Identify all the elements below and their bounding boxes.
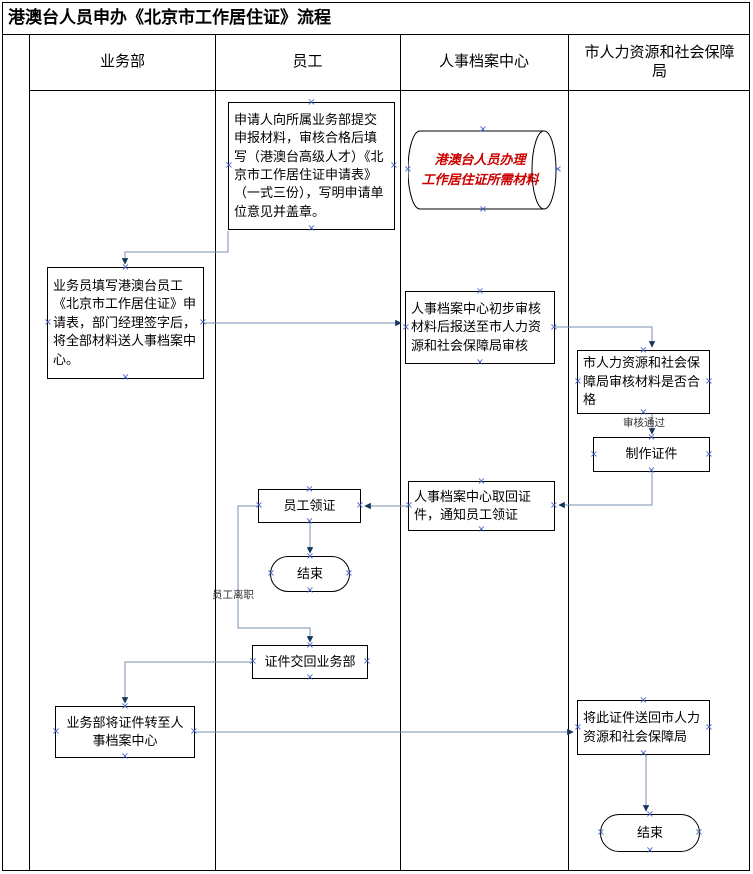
flow-step-label: 业务员填写港澳台员工《北京市工作居住证》申请表，部门经理签字后，将全部材料送人事… — [53, 277, 197, 367]
page-title: 港澳台人员申办《北京市工作居住证》流程 — [2, 2, 750, 35]
flow-step-label: 将此证件送回市人力资源和社会保障局 — [583, 710, 701, 744]
terminator-label: 结束 — [296, 565, 323, 581]
lane-header-hr-bureau: 市人力资源和社会保障局 — [584, 44, 735, 81]
flow-step-return-to-dept: 证件交回业务部 ×××× — [249, 641, 371, 683]
cylinder-shape-icon — [408, 130, 557, 210]
stored-materials-text: 港澳台人员办理 工作居住证所需材料 — [412, 130, 548, 210]
edge-label-employee-leave: 员工离职 — [212, 590, 254, 601]
lane-divider-3 — [568, 35, 569, 871]
flow-step-label: 申请人向所属业务部提交申报材料，审核合格后填写（港澳台高级人才）《北京市工作居住… — [234, 111, 384, 219]
edge-label-approved: 审核通过 — [623, 418, 665, 429]
lane-divider-1 — [215, 35, 216, 871]
flow-step-archive-retrieve: 人事档案中心取回证件，通知员工领证 ×××× — [405, 477, 558, 535]
lane-header-underline — [29, 90, 750, 91]
lane-divider-2 — [400, 35, 401, 871]
terminator-label: 结束 — [636, 824, 663, 840]
flow-step-label: 制作证件 — [625, 446, 678, 462]
flow-step-label: 员工领证 — [283, 497, 336, 513]
lane-header-business-dept: 业务部 — [99, 54, 145, 71]
flow-step-label: 证件交回业务部 — [264, 653, 356, 669]
stored-materials-line2: 工作居住证所需材料 — [421, 172, 539, 187]
flow-step-make-certificate: 制作证件 ×××× — [590, 433, 713, 476]
flow-step-archive-initial-review: 人事档案中心初步审核材料后报送至市人力资源和社会保障局审核 ×××× — [402, 287, 558, 368]
phase-column-divider — [29, 35, 30, 871]
stored-materials-line1: 港澳台人员办理 — [434, 151, 526, 167]
stored-materials-cylinder: 港澳台人员办理 工作居住证所需材料 ×××× — [404, 125, 562, 215]
flow-step-label: 市人力资源和社会保障局审核材料是否合格 — [583, 355, 701, 408]
flow-step-label: 人事档案中心取回证件，通知员工领证 — [414, 488, 532, 522]
flow-step-hr-review: 市人力资源和社会保障局审核材料是否合格 ×××× — [574, 346, 713, 418]
flow-step-label: 人事档案中心初步审核材料后报送至市人力资源和社会保障局审核 — [411, 300, 542, 353]
terminator-end-final: 结束 ×××× — [597, 810, 703, 856]
terminator-end-receive: 结束 ×××× — [267, 552, 353, 596]
flow-step-send-back-hr: 将此证件送回市人力资源和社会保障局 ×××× — [574, 696, 713, 759]
flow-step-label: 业务部将证件转至人事档案中心 — [66, 714, 184, 748]
flow-step-employee-receive: 员工领证 ×××× — [255, 485, 364, 527]
flow-step-dept-fill-form: 业务员填写港澳台员工《北京市工作居住证》申请表，部门经理签字后，将全部材料送人事… — [44, 263, 207, 383]
lane-header-employee: 员工 — [292, 54, 323, 71]
flow-step-dept-transfer: 业务部将证件转至人事档案中心 ×××× — [52, 702, 198, 762]
lane-header-archive-center: 人事档案中心 — [438, 54, 529, 71]
flow-step-employee-apply: 申请人向所属业务部提交申报材料，审核合格后填写（港澳台高级人才）《北京市工作居住… — [225, 98, 398, 234]
